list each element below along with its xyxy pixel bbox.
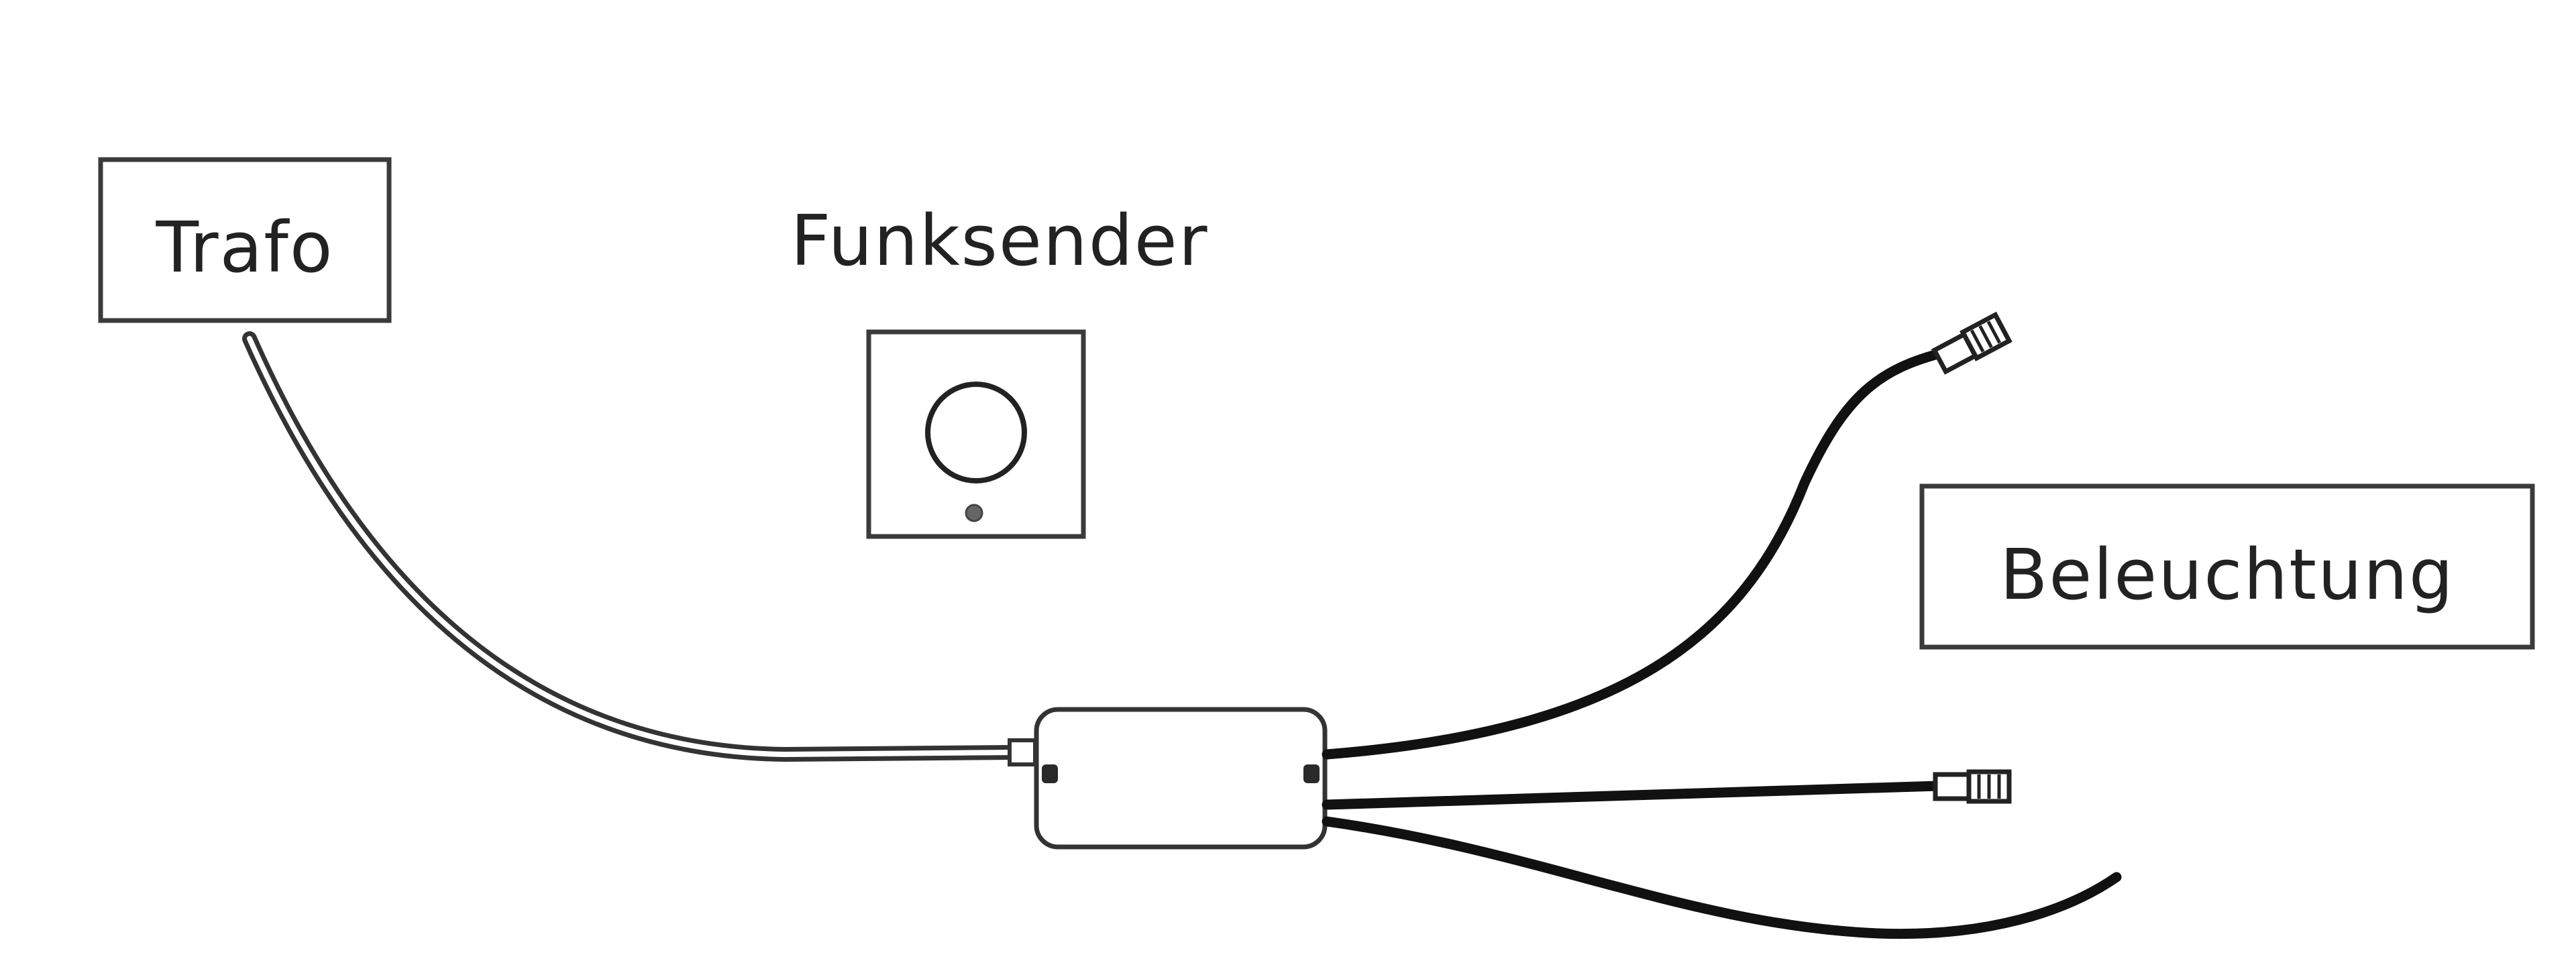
transmitter-led-icon: [965, 504, 983, 522]
output-cable-middle: [1322, 769, 2012, 810]
connector-top-icon: [1931, 311, 2012, 375]
transmitter-button-icon: [925, 382, 1027, 483]
controller-unit: [1034, 707, 1328, 850]
transformer-box: Trafo: [98, 157, 392, 323]
transmitter-label: Funksender: [790, 200, 1208, 282]
connector-middle-icon: [1933, 769, 2012, 804]
output-cable-top: [1322, 311, 2012, 760]
output-cable-bottom: [1322, 816, 2122, 939]
transformer-label: Trafo: [156, 207, 334, 288]
controller-mount-hole-right: [1303, 764, 1320, 783]
lighting-box: Beleuchtung: [1919, 483, 2535, 650]
transformer-cable: [242, 331, 1037, 766]
transmitter-device: [866, 329, 1086, 539]
controller-mount-hole-left: [1042, 764, 1058, 783]
lighting-label: Beleuchtung: [2000, 534, 2455, 616]
